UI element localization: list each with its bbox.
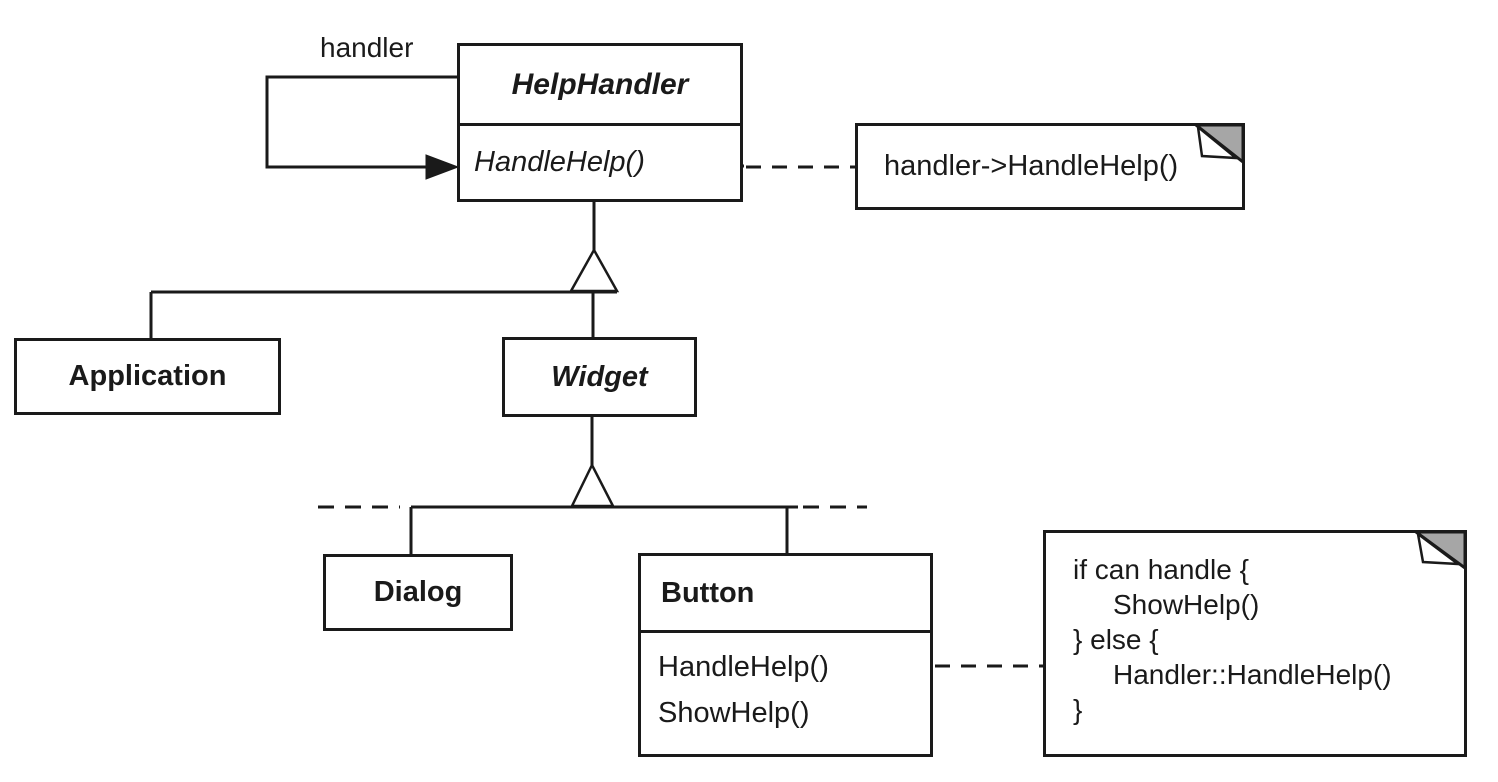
inheritance-triangle-icon (568, 247, 620, 293)
inheritance-to-helphandler (149, 202, 620, 340)
class-method-handlehelp: HandleHelp() (658, 650, 829, 683)
note-code-line: ShowHelp() (1113, 589, 1260, 620)
class-name-application: Application (68, 360, 227, 392)
note-code-line: } else { (1073, 624, 1159, 655)
association-arrowhead-icon (425, 154, 460, 180)
class-method-showhelp: ShowHelp() (658, 696, 810, 729)
class-method-handlehelp: HandleHelp() (460, 123, 740, 199)
class-box-button: Button HandleHelp() ShowHelp() (638, 553, 933, 757)
note-code-line: } (1073, 694, 1083, 725)
note-fold-icon (1414, 530, 1467, 570)
class-box-helphandler: HelpHandler HandleHelp() (457, 43, 743, 202)
class-methods-button: HandleHelp() ShowHelp() (641, 630, 930, 754)
self-association-handler (265, 75, 460, 180)
class-name-widget: Widget (551, 360, 648, 393)
note-helphandler-delegation: handler->HandleHelp() (855, 123, 1245, 210)
association-label-handler: handler (320, 32, 414, 63)
inheritance-to-widget (318, 417, 867, 556)
class-box-widget: Widget (502, 337, 697, 417)
note-code-body: if can handle { ShowHelp() } else { Hand… (1046, 533, 1464, 727)
class-name-button: Button (661, 576, 755, 609)
class-name-helphandler: HelpHandler (511, 67, 689, 101)
inheritance-triangle-icon (569, 462, 616, 508)
class-name-dialog: Dialog (373, 576, 463, 608)
note-fold-icon (1194, 123, 1245, 164)
note-text: handler->HandleHelp() (884, 150, 1179, 182)
self-association-line (265, 75, 457, 169)
class-box-application: Application (14, 338, 281, 415)
note-button-handlehelp: if can handle { ShowHelp() } else { Hand… (1043, 530, 1467, 757)
class-box-dialog: Dialog (323, 554, 513, 631)
note-code-line: Handler::HandleHelp() (1113, 659, 1392, 690)
note-code-line: if can handle { (1073, 554, 1249, 585)
